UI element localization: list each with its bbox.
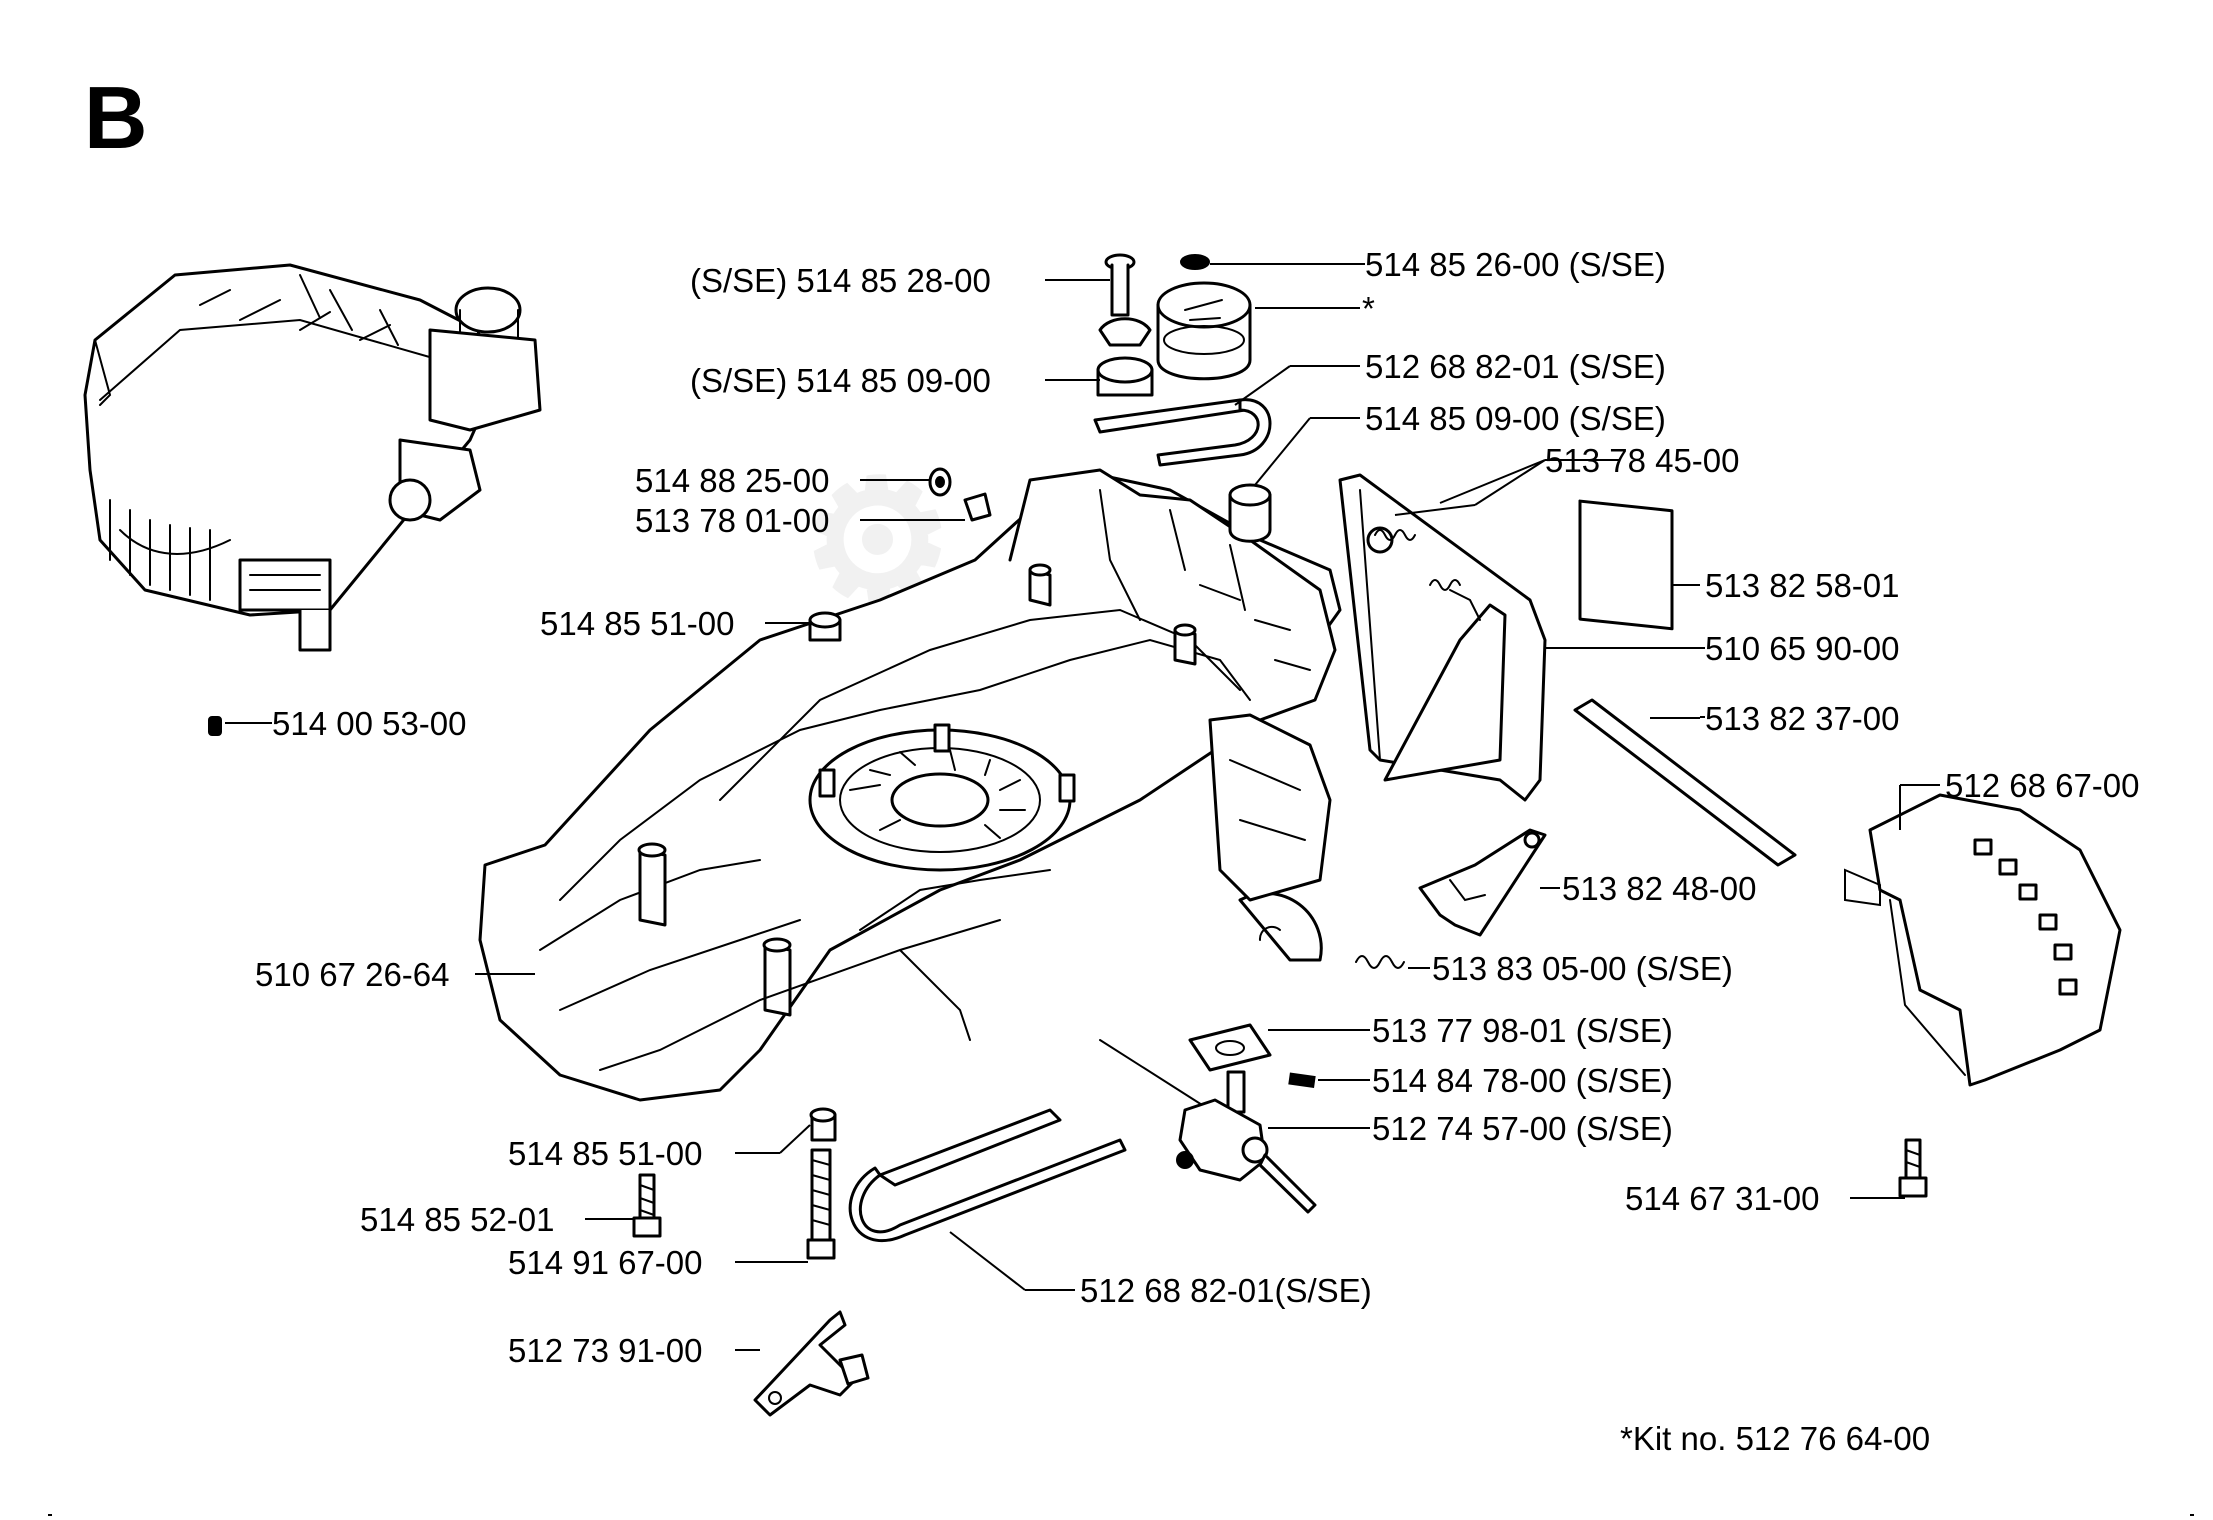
section-letter: B [84, 68, 148, 167]
callout-514-91-67-00: 514 91 67-00 [508, 1244, 703, 1281]
callout-kit-asterisk: * [1362, 290, 1375, 327]
decal-plate [1578, 499, 1674, 631]
clip-513-78-01 [963, 492, 992, 522]
top-washer [1098, 317, 1152, 347]
callout-514-85-51-00-upper: 514 85 51-00 [540, 605, 735, 642]
small-screw [208, 716, 222, 736]
kit-note: *Kit no. 512 76 64-00 [1620, 1420, 1930, 1457]
mower-deck-illustration [478, 468, 1342, 1102]
belt-upper-illustration [1093, 398, 1272, 467]
callout-513-77-98-01: 513 77 98-01 (S/SE) [1372, 1012, 1673, 1049]
top-pulley [1156, 281, 1252, 381]
callout-512-74-57-00: 512 74 57-00 (S/SE) [1372, 1110, 1673, 1147]
bushing-upper [808, 611, 842, 642]
callout-510-67-26-64: 510 67 26-64 [255, 956, 450, 993]
callout-513-82-48-00: 513 82 48-00 [1562, 870, 1757, 907]
adjuster-plate [1188, 1023, 1272, 1072]
spring-illustration [1355, 955, 1405, 969]
callout-514-85-09-00-right: 514 85 09-00 (S/SE) [1365, 400, 1666, 437]
callout-514-85-52-01: 514 85 52-01 [360, 1201, 555, 1238]
wheel-axle-assembly [1099, 1039, 1317, 1214]
long-bolt [806, 1148, 836, 1260]
top-nut [1180, 254, 1210, 270]
callout-512-68-82-01-upper: 512 68 82-01 (S/SE) [1365, 348, 1666, 385]
key-pin [1288, 1072, 1316, 1089]
callout-512-73-91-00: 512 73 91-00 [508, 1332, 703, 1369]
callout-514-85-26-00: 514 85 26-00 (S/SE) [1365, 246, 1666, 283]
side-guard-illustration [1844, 793, 2122, 1087]
engine-illustration [83, 263, 542, 652]
top-bushing [1096, 356, 1154, 397]
callout-514-84-78-00: 514 84 78-00 (S/SE) [1372, 1062, 1673, 1099]
callout-514-88-25-00: 514 88 25-00 [635, 462, 830, 499]
washer-514-88-25 [928, 467, 952, 497]
callout-512-68-82-01-lower: 512 68 82-01(S/SE) [1080, 1272, 1372, 1309]
callout-513-82-37-00: 513 82 37-00 [1705, 700, 1900, 737]
bracket-512-73-91 [753, 1310, 870, 1417]
bushing-lower [809, 1107, 837, 1142]
callout-514-85-28-00: (S/SE) 514 85 28-00 [690, 262, 991, 299]
callout-514-67-31-00: 514 67 31-00 [1625, 1180, 1820, 1217]
callout-514-85-51-00-lower: 514 85 51-00 [508, 1135, 703, 1172]
callout-512-68-67-00: 512 68 67-00 [1945, 767, 2140, 804]
leader-lines [225, 263, 1940, 1351]
top-bolt [1104, 253, 1136, 317]
bolt-514-67-31 [1898, 1138, 1928, 1198]
callout-510-65-90-00: 510 65 90-00 [1705, 630, 1900, 667]
callout-513-78-45-00: 513 78 45-00 [1545, 442, 1740, 479]
short-bolt [632, 1173, 662, 1238]
rear-flap-illustration [1338, 473, 1547, 802]
height-lever-illustration [1418, 828, 1547, 937]
axle-rod [1573, 698, 1797, 867]
right-bushing [1228, 483, 1272, 543]
callout-513-82-58-01: 513 82 58-01 [1705, 567, 1900, 604]
callout-514-00-53-00: 514 00 53-00 [272, 705, 467, 742]
callout-514-85-09-00-left: (S/SE) 514 85 09-00 [690, 362, 991, 399]
callout-513-78-01-00: 513 78 01-00 [635, 502, 830, 539]
belt-lower-illustration [848, 1108, 1127, 1243]
callout-513-83-05-00: 513 83 05-00 (S/SE) [1432, 950, 1733, 987]
callout-labels: (S/SE) 514 85 28-00 514 85 26-00 (S/SE) … [255, 246, 2140, 1457]
